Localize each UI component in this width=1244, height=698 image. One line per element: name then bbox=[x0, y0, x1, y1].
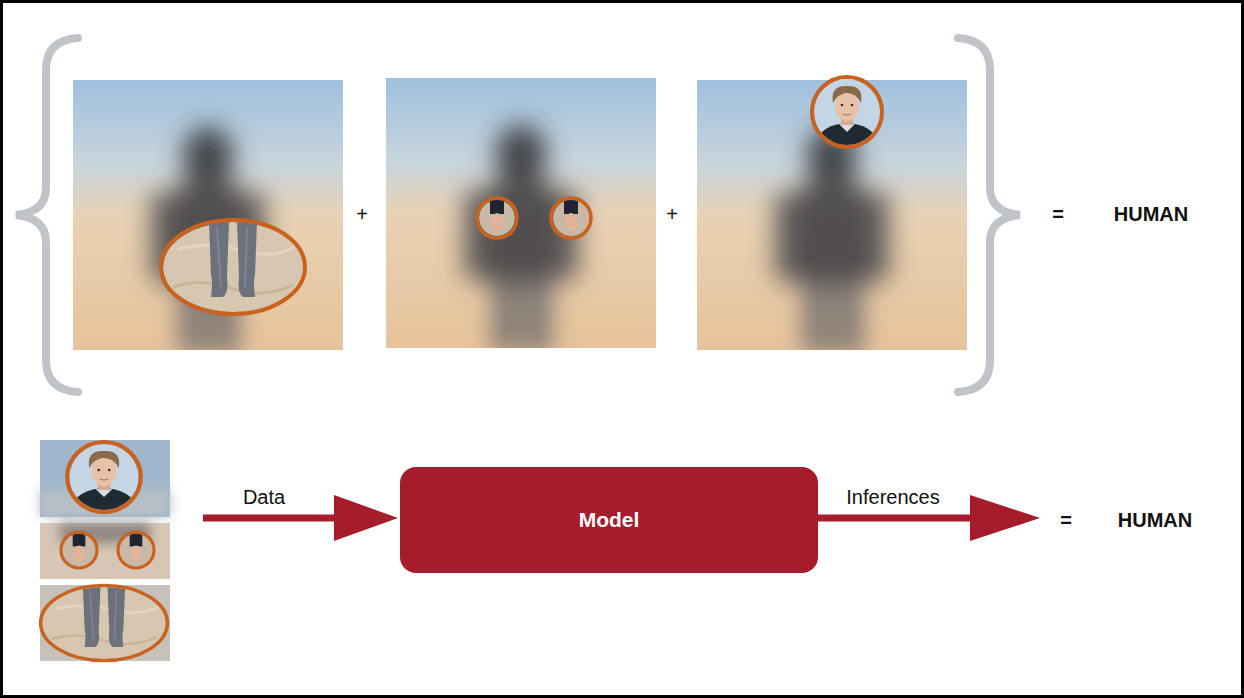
right-brace bbox=[958, 38, 1020, 392]
thumb-legs bbox=[40, 585, 170, 661]
plus-sign: + bbox=[356, 203, 368, 225]
result-label: HUMAN bbox=[1118, 509, 1192, 531]
left-brace bbox=[16, 38, 78, 392]
equals-sign: = bbox=[1052, 203, 1064, 225]
thumb-hands bbox=[40, 523, 170, 579]
photo-hands bbox=[386, 78, 656, 353]
result-label: HUMAN bbox=[1114, 203, 1188, 225]
photo-legs bbox=[73, 80, 343, 355]
equals-sign: = bbox=[1060, 509, 1072, 531]
model-box: Model bbox=[400, 467, 818, 573]
arrow-label: Data bbox=[243, 486, 285, 508]
thumb-face bbox=[40, 440, 170, 517]
arrow-label: Inferences bbox=[846, 486, 939, 508]
data-arrow bbox=[203, 495, 398, 541]
box-label: Model bbox=[579, 508, 640, 532]
photo-face bbox=[697, 77, 967, 355]
plus-sign: + bbox=[666, 203, 678, 225]
